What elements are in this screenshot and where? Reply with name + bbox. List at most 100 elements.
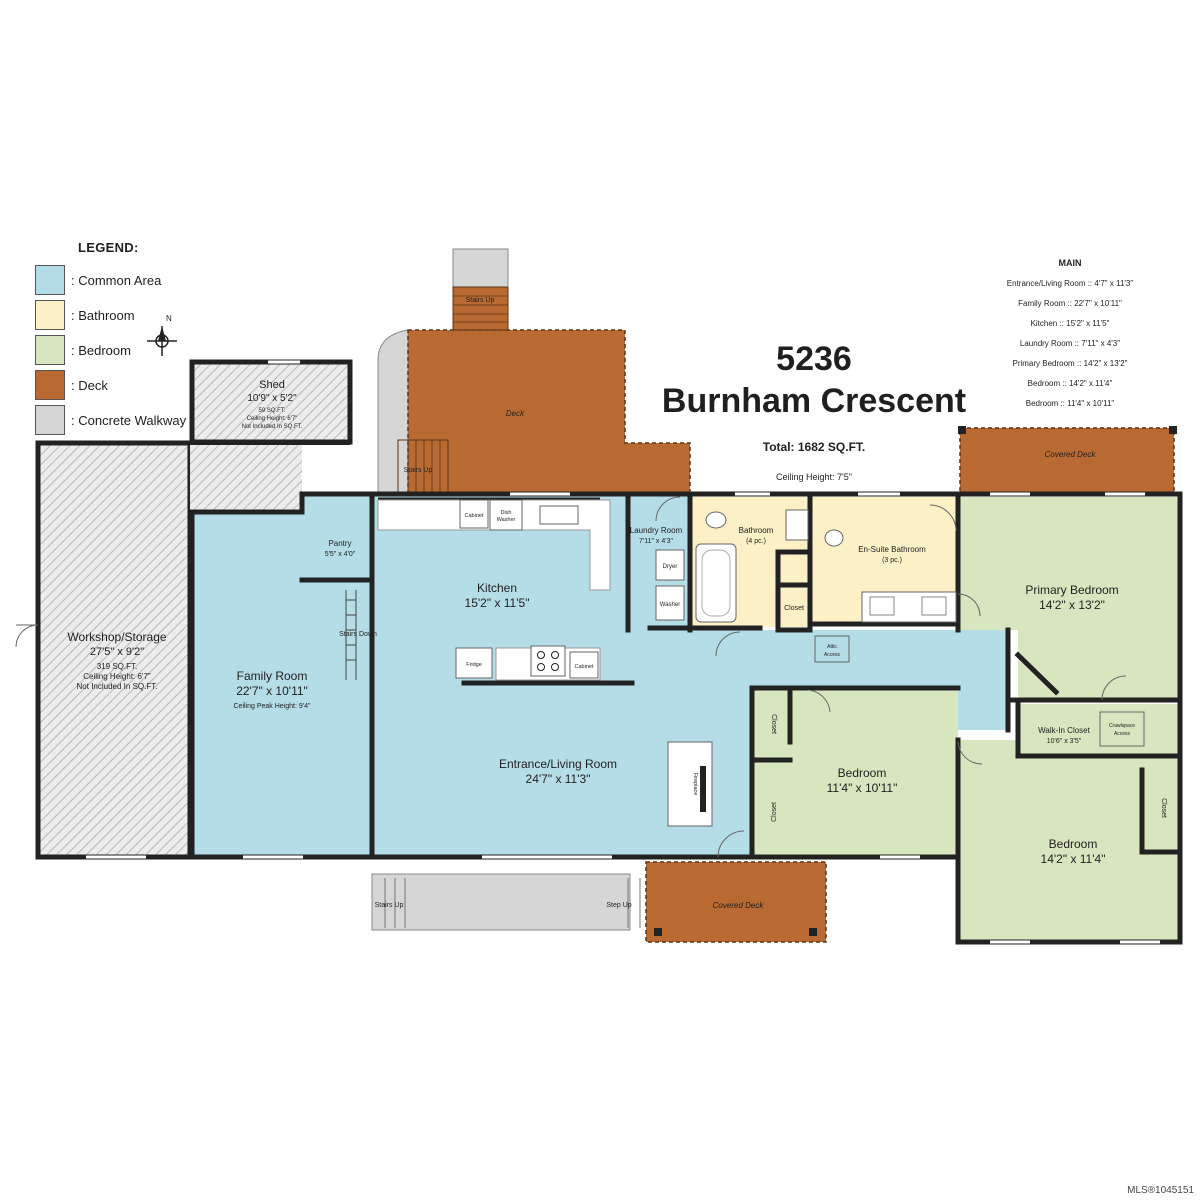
walk-in-closet-dims: 10'6" x 3'5" — [1047, 738, 1082, 745]
bedroom-2-label: Bedroom — [1049, 837, 1098, 851]
shed-note: Not Included In SQ.FT. — [242, 424, 303, 430]
walkway-front — [371, 873, 631, 931]
workshop-sqft: 319 SQ.FT. — [97, 662, 137, 671]
step-up-label: Step Up — [606, 902, 631, 909]
dimensions-title: MAIN — [1058, 258, 1082, 268]
primary-bedroom-dims: 14'2" x 13'2" — [1039, 598, 1105, 612]
attic-access-label-2: Access — [824, 652, 841, 658]
laundry-dims: 7'11" x 4'3" — [639, 538, 673, 545]
shed-ceiling: Ceiling Height: 6'7" — [247, 416, 298, 422]
walkway-top — [452, 248, 509, 288]
legend-swatch — [35, 300, 65, 330]
ensuite-label: En-Suite Bathroom — [858, 545, 926, 554]
covered-deck-rear — [959, 427, 1175, 495]
stairs-rear — [452, 286, 509, 331]
legend-item-bedroom: : Bedroom — [35, 334, 131, 366]
covered-deck-front-label: Covered Deck — [713, 901, 765, 910]
compass-icon: N — [147, 314, 177, 356]
dimension-row: Laundry Room :: 7'11" x 4'3" — [1019, 339, 1121, 348]
living-room-label: Entrance/Living Room — [499, 757, 617, 771]
dryer-label: Dryer — [663, 564, 678, 570]
legend-swatch — [35, 335, 65, 365]
fireplace-label: Fireplace — [692, 773, 698, 796]
crawlspace-label-1: Crawlspace — [1109, 723, 1135, 729]
dimension-row: Bedroom :: 11'4" x 10'11" — [1025, 399, 1115, 408]
workshop-ceiling: Ceiling Height: 6'7" — [83, 672, 151, 681]
walk-in-closet-label: Walk-In Closet — [1038, 726, 1090, 735]
total-sqft: Total: 1682 SQ.FT. — [762, 440, 866, 454]
pantry-dims: 5'5" x 4'0" — [325, 551, 356, 558]
kitchen-dims: 15'2" x 11'5" — [465, 596, 530, 610]
stairs-up-rear-label: Stairs Up — [466, 297, 495, 304]
legend-label: : Concrete Walkway — [71, 412, 187, 428]
covered-deck-front — [645, 861, 827, 943]
cabinet-label: Cabinet — [465, 513, 484, 519]
stairs-up-side-label: Stairs Up — [404, 467, 433, 474]
legend-title: LEGEND: — [78, 240, 139, 255]
family-room-dims: 22'7" x 10'11" — [236, 684, 308, 698]
shed — [189, 359, 353, 445]
bedroom-2-dims: 14'2" x 11'4" — [1041, 852, 1106, 866]
primary-bedroom — [960, 497, 1180, 700]
legend-label: : Bathroom — [71, 307, 135, 323]
ceiling-height: Ceiling Height: 7'5" — [776, 472, 852, 482]
walkway-side — [377, 329, 409, 495]
bedroom-1 — [752, 688, 958, 858]
laundry-label: Laundry Room — [630, 526, 683, 535]
living-room-dims: 24'7" x 11'3" — [526, 772, 591, 786]
kitchen-label: Kitchen — [477, 581, 517, 595]
closet-label-hall: Closet — [784, 605, 804, 612]
shed-label: Shed — [259, 379, 285, 391]
stairs-up-front-label: Stairs Up — [375, 902, 404, 909]
legend-item-common-area: : Common Area — [35, 264, 161, 296]
shed-dims: 10'9" x 5'2" — [247, 393, 297, 404]
dimension-row: Bedroom :: 14'2" x 11'4" — [1027, 379, 1113, 388]
dimension-row: Entrance/Living Room :: 4'7" x 11'3" — [1006, 279, 1134, 288]
deck-label: Deck — [506, 409, 525, 418]
family-room-ceiling: Ceiling Peak Height: 9'4" — [234, 703, 311, 710]
dimension-row: Primary Bedroom :: 14'2" x 13'2" — [1012, 359, 1128, 368]
attic-access-label-1: Attic — [827, 644, 837, 650]
washer-label: Washer — [660, 602, 680, 608]
workshop-storage — [35, 440, 193, 860]
crawlspace-label-2: Access — [1114, 731, 1131, 737]
pantry-label: Pantry — [328, 539, 351, 548]
dishwasher-label-2: Washer — [497, 517, 516, 523]
closet-label-bedroom-1: Closet — [771, 802, 778, 822]
shed-sqft: 59 SQ.FT. — [258, 408, 285, 414]
closet-label-living: Closet — [770, 714, 777, 734]
ensuite-dims: (3 pc.) — [882, 557, 902, 564]
compass-north-label: N — [166, 314, 172, 323]
closet-label-bedroom-2: Closet — [1160, 798, 1167, 818]
legend-item-concrete-walkway: : Concrete Walkway — [35, 404, 186, 436]
fridge-label: Fridge — [466, 662, 482, 668]
bedroom-1-dims: 11'4" x 10'11" — [827, 781, 898, 795]
legend-label: : Common Area — [71, 272, 162, 288]
legend-swatch — [35, 370, 65, 400]
deck-rear — [407, 329, 691, 495]
address-street: Burnham Crescent — [661, 382, 967, 420]
bathroom-dims: (4 pc.) — [746, 538, 766, 545]
workshop-note: Not Included In SQ.FT. — [77, 682, 158, 691]
stairs-down-label: Stairs Down — [339, 631, 377, 638]
bedroom-2 — [958, 740, 1180, 942]
dimension-row: Kitchen :: 15'2" x 11'5" — [1030, 319, 1110, 328]
address-number: 5236 — [776, 340, 852, 378]
legend-label: : Deck — [71, 377, 108, 393]
family-room-label: Family Room — [237, 669, 308, 683]
mls-number: MLS®1045151 — [1127, 1185, 1194, 1196]
legend-swatch — [35, 265, 65, 295]
legend-label: : Bedroom — [71, 342, 131, 358]
bathroom-label: Bathroom — [739, 526, 774, 535]
cabinet-2-label: Cabinet — [575, 664, 594, 670]
covered-deck-rear-label: Covered Deck — [1045, 450, 1097, 459]
legend-swatch — [35, 405, 65, 435]
workshop-label: Workshop/Storage — [67, 630, 166, 644]
dishwasher-label-1: Dish — [500, 510, 511, 516]
dimension-row: Family Room :: 22'7" x 10'11" — [1018, 299, 1122, 308]
legend-item-bathroom: : Bathroom — [35, 299, 135, 331]
workshop-dims: 27'5" x 9'2" — [90, 646, 144, 658]
legend-item-deck: : Deck — [35, 369, 108, 401]
primary-bedroom-label: Primary Bedroom — [1025, 583, 1118, 597]
